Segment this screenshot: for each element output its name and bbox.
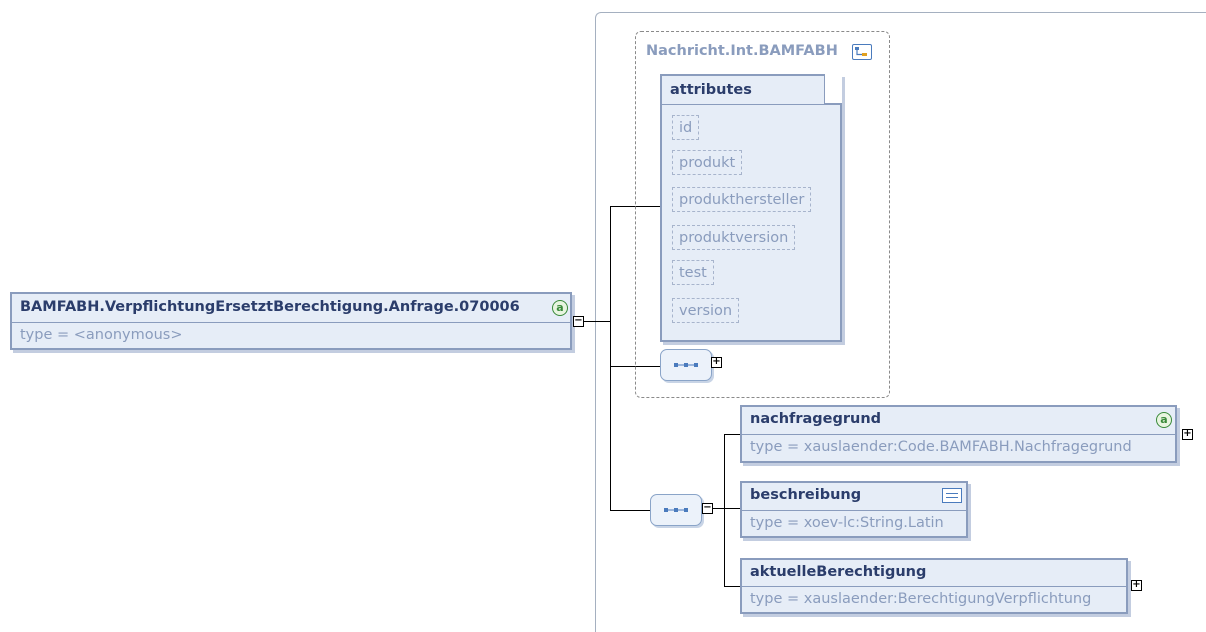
complex-type-name[interactable]: Nachricht.Int.BAMFABH xyxy=(646,43,838,59)
complex-type-group xyxy=(635,31,890,398)
root-element-box[interactable]: BAMFABH.VerpflichtungErsetztBerechtigung… xyxy=(10,292,572,350)
attribute-produkt[interactable]: produkt xyxy=(672,150,743,175)
sequence-expand-toggle[interactable]: + xyxy=(711,356,722,368)
attribute-produktversion[interactable]: produktversion xyxy=(672,225,796,250)
attribute-version[interactable]: version xyxy=(672,298,740,323)
attribute-badge-icon: a xyxy=(1156,412,1172,428)
root-element-separator xyxy=(12,322,570,323)
attribute-produkthersteller[interactable]: produkthersteller xyxy=(672,187,812,212)
attributes-box[interactable] xyxy=(660,74,842,342)
element-name: nachfragegrund xyxy=(750,411,882,427)
attribute-id[interactable]: id xyxy=(672,115,700,140)
element-separator xyxy=(742,434,1175,435)
element-expand-toggle[interactable]: + xyxy=(1182,428,1193,440)
element-type: type = xauslaender:Code.BAMFABH.Nachfrag… xyxy=(750,439,1132,455)
documentation-icon xyxy=(942,488,962,503)
connector-line xyxy=(724,434,725,587)
sequence-collapse-toggle[interactable]: − xyxy=(702,502,713,514)
sequence-compositor[interactable] xyxy=(650,494,702,526)
root-element-name: BAMFABH.VerpflichtungErsetztBerechtigung… xyxy=(20,299,520,315)
sequence-compositor[interactable] xyxy=(660,349,712,381)
element-separator xyxy=(742,586,1126,587)
root-collapse-toggle[interactable]: − xyxy=(573,315,584,327)
element-type: type = xoev-lc:String.Latin xyxy=(750,515,944,531)
attributes-box-corner xyxy=(824,74,842,104)
type-hierarchy-icon[interactable] xyxy=(852,44,872,60)
element-nachfragegrund[interactable]: nachfragegrund a type = xauslaender:Code… xyxy=(740,405,1177,463)
diagram-panel-frame xyxy=(595,12,1206,632)
attribute-badge-icon: a xyxy=(552,300,568,316)
connector-line xyxy=(724,508,740,509)
attribute-test[interactable]: test xyxy=(672,260,714,285)
connector-line xyxy=(713,508,725,509)
element-aktuelleBerechtigung[interactable]: aktuelleBerechtigung type = xauslaender:… xyxy=(740,558,1128,614)
attributes-title-separator xyxy=(662,104,840,105)
element-separator xyxy=(742,510,966,511)
root-element-type: type = <anonymous> xyxy=(20,327,183,343)
element-name: beschreibung xyxy=(750,487,862,503)
element-expand-toggle[interactable]: + xyxy=(1131,579,1142,591)
connector-line xyxy=(724,434,740,435)
sequence-icon xyxy=(664,508,688,512)
connector-line xyxy=(610,206,662,207)
connector-line xyxy=(610,510,650,511)
sequence-icon xyxy=(674,363,698,367)
connector-line xyxy=(584,321,610,322)
element-name: aktuelleBerechtigung xyxy=(750,564,927,580)
element-type: type = xauslaender:BerechtigungVerpflich… xyxy=(750,591,1092,607)
attributes-title: attributes xyxy=(670,82,752,98)
element-beschreibung[interactable]: beschreibung type = xoev-lc:String.Latin xyxy=(740,481,968,538)
connector-line xyxy=(610,206,611,511)
connector-line xyxy=(724,586,740,587)
